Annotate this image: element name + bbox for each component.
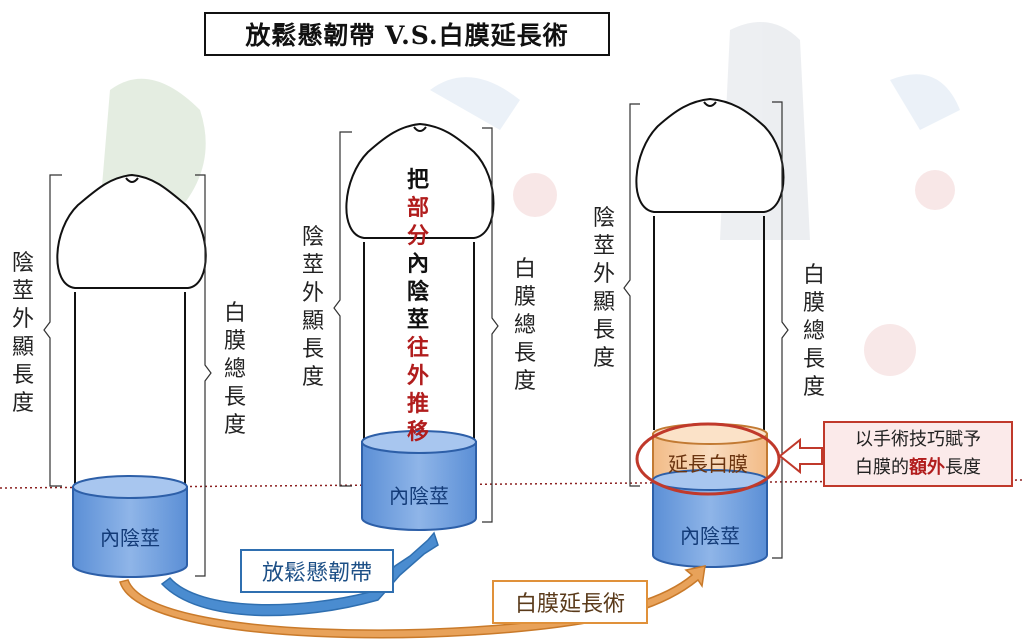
right-internal-cylinder [652, 469, 768, 568]
middle-inside-annotation: 把 部 分 內 陰 莖 往 外 推 移 [406, 167, 429, 445]
left-external-bracket [43, 174, 62, 487]
right-internal-label: 內陰莖 [680, 524, 740, 548]
left-internal-cylinder [72, 475, 188, 578]
note-line-1: 以手術技巧賦予 [855, 429, 981, 450]
extension-label: 延長白膜 [668, 452, 748, 476]
right-total-bracket [772, 101, 789, 559]
page-title: 放鬆懸韌帶 V.S.白膜延長術 [204, 12, 610, 56]
middle-external-bracket [333, 131, 352, 487]
left-penis [56, 173, 207, 485]
right-penis [635, 97, 785, 430]
right-external-bracket [623, 103, 640, 487]
left-internal-label: 內陰莖 [100, 526, 160, 550]
right-total-tunica-label: 白膜總長度 [802, 263, 825, 400]
middle-penis [345, 122, 495, 440]
middle-external-length-label: 陰莖外顯長度 [301, 225, 324, 390]
middle-total-tunica-label: 白膜總長度 [513, 257, 536, 394]
ligament-curve-arrow [160, 531, 439, 617]
extension-highlight-ring [635, 422, 781, 496]
left-total-tunica-label: 白膜總長度 [223, 301, 246, 438]
tunica-lengthening-box: 白膜延長術 [492, 580, 648, 624]
middle-internal-cylinder [361, 430, 477, 531]
middle-internal-label: 內陰莖 [389, 484, 449, 508]
note-line-2: 白膜的額外長度 [855, 457, 981, 478]
right-external-length-label: 陰莖外顯長度 [592, 206, 615, 371]
note-box: 以手術技巧賦予 白膜的額外長度 [823, 421, 1013, 487]
middle-total-bracket [482, 127, 499, 523]
ligament-release-box: 放鬆懸韌帶 [240, 549, 394, 593]
left-external-length-label: 陰莖外顯長度 [11, 251, 34, 416]
note-arrow [778, 437, 823, 475]
left-total-bracket [195, 174, 212, 577]
